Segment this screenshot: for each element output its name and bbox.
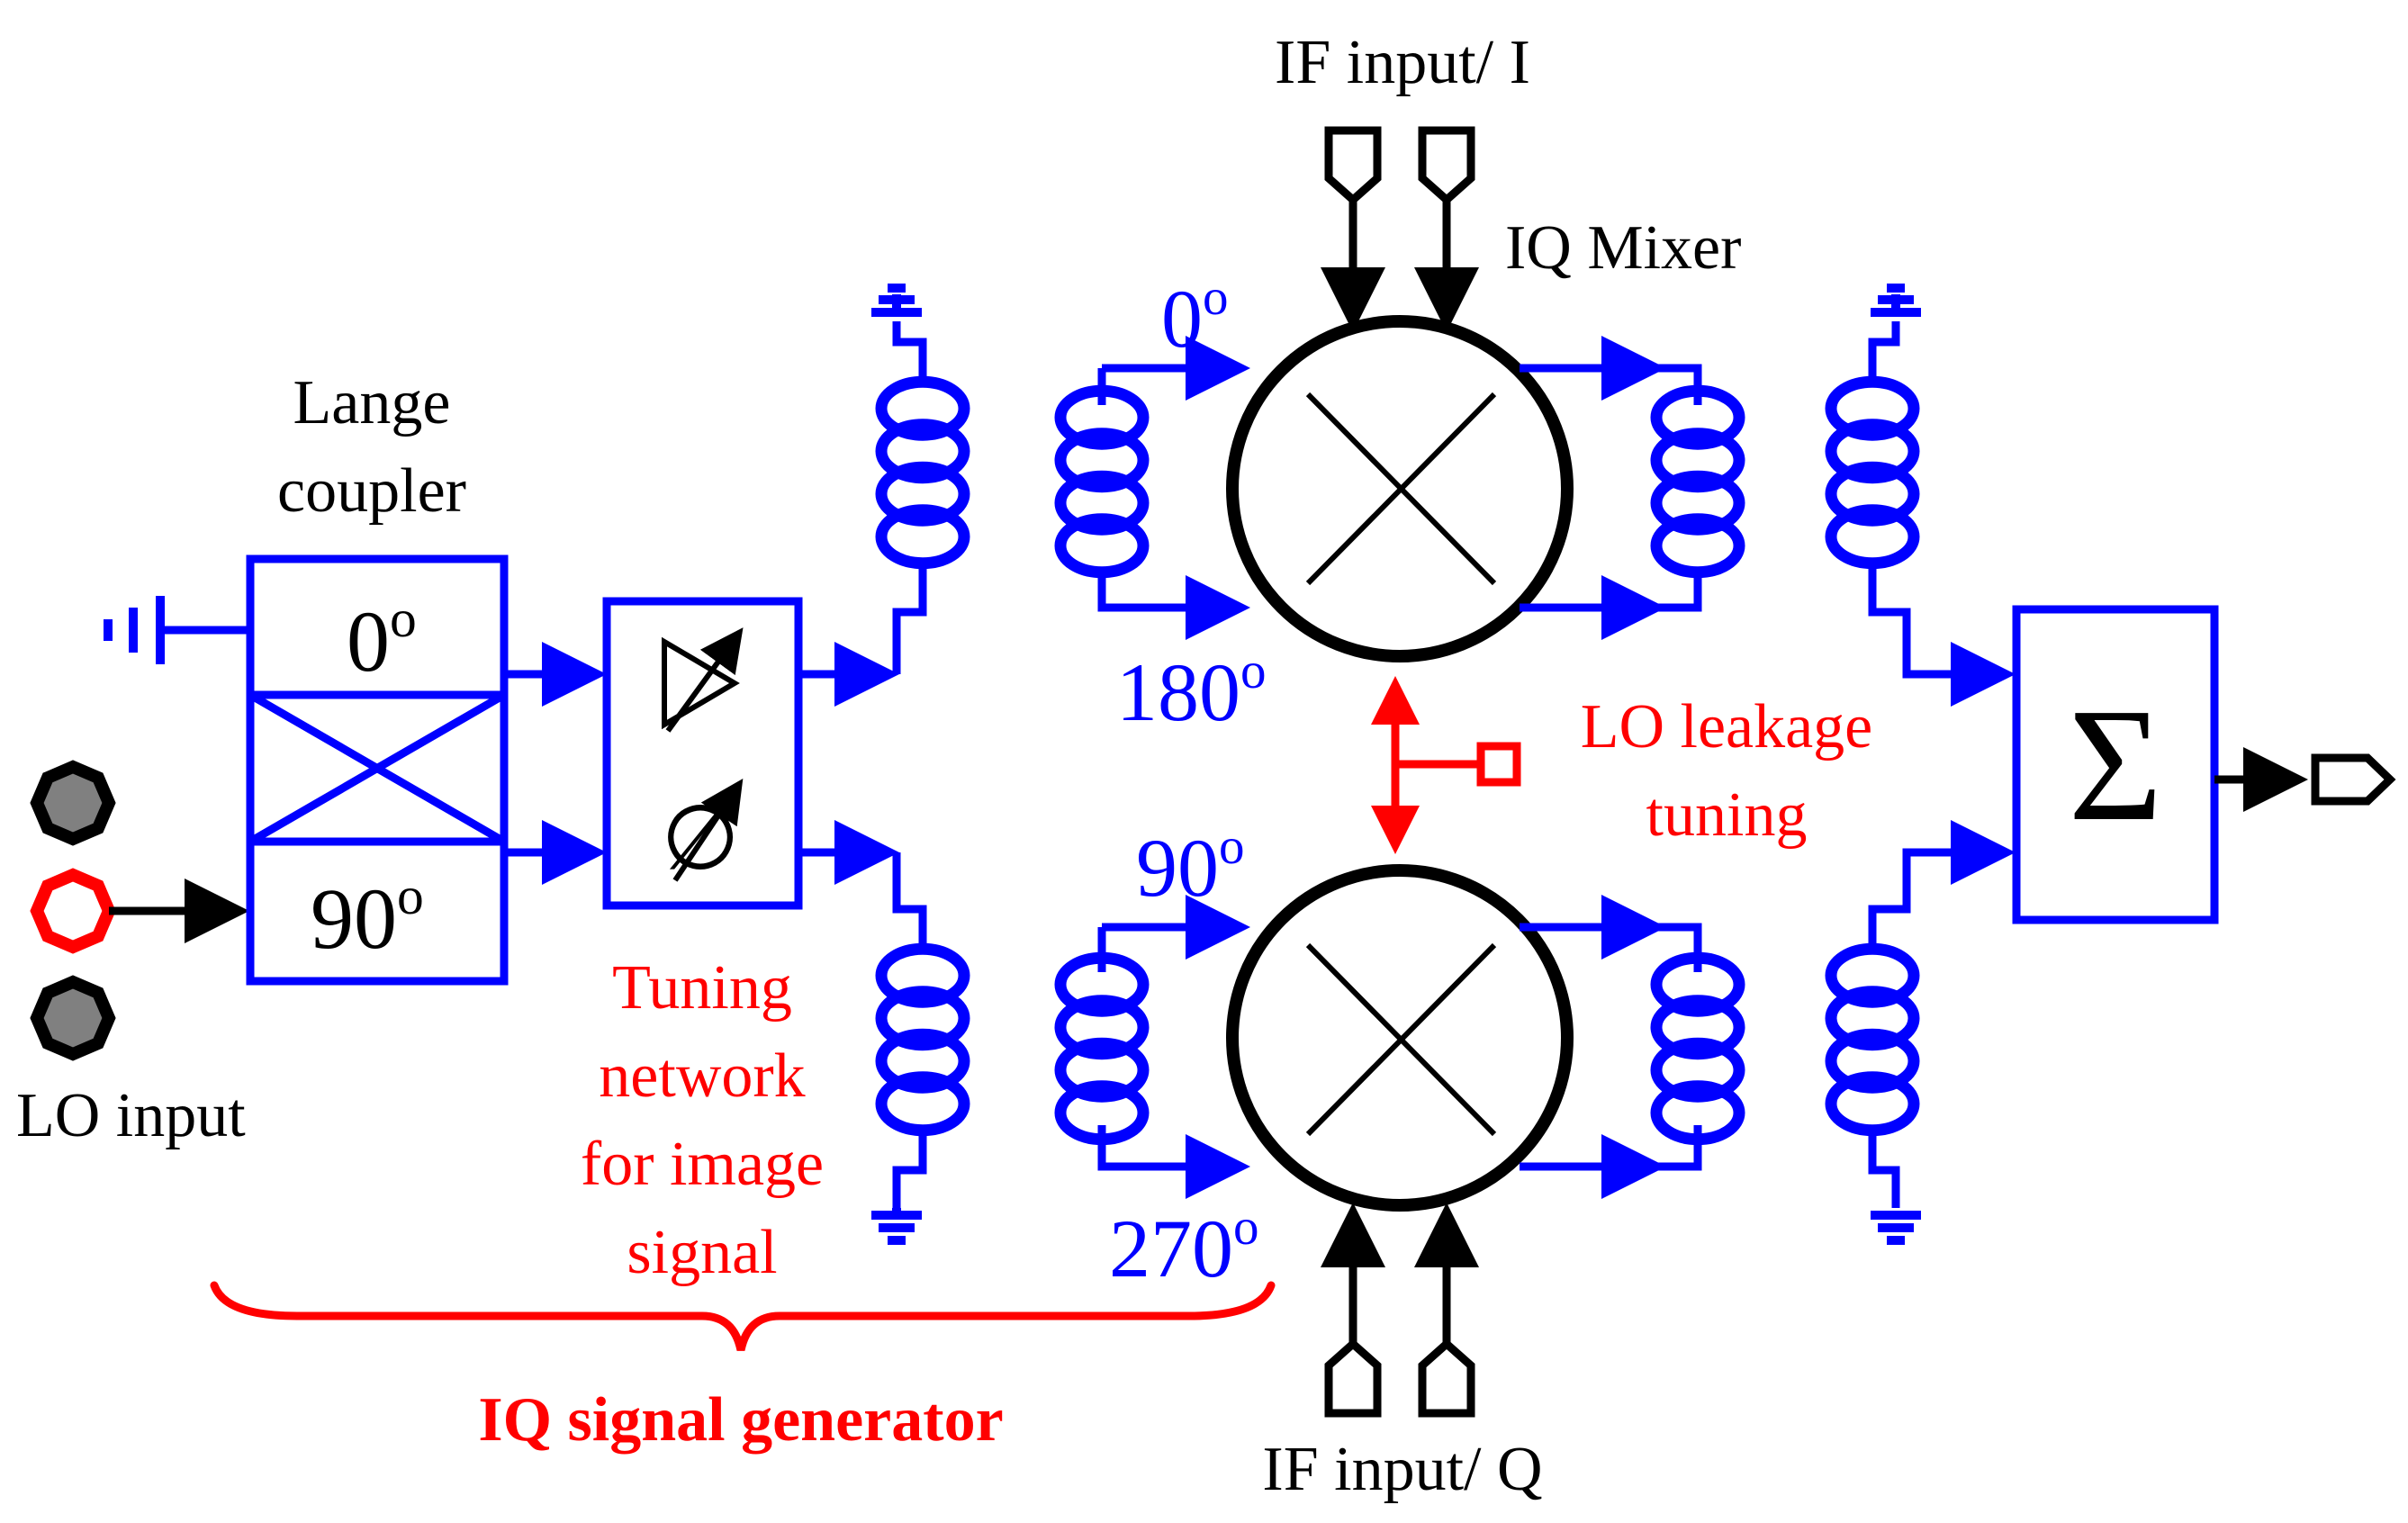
summer-input-bottom-arrow (1868, 820, 2016, 954)
variable-amplifier-icon (662, 627, 744, 733)
port-pentagon-icon (1418, 1338, 1475, 1418)
coil-turn (875, 942, 970, 1008)
phase-270-label: 270o (1109, 1199, 1259, 1294)
lange-coupler-label-1: Lange (293, 368, 451, 437)
lo-leakage-label-1: LO leakage (1581, 692, 1873, 762)
out-bottom-secondary-ground-wire (1868, 1125, 1900, 1208)
coil-inductor-icon (875, 375, 970, 570)
ground-icon (1871, 1211, 1921, 1245)
coupler-90-deg-label: 90o (311, 866, 424, 967)
coil-turn (875, 375, 970, 441)
summer-symbol: Σ (2069, 675, 2163, 854)
coil-inductor-icon (1650, 384, 1745, 579)
mixer-q-input-270-arrow (1097, 1125, 1250, 1199)
coil-turn (1054, 428, 1150, 493)
octagon-pad-icon (30, 868, 116, 954)
octagon-pad-icon (30, 760, 116, 846)
phase-0-label: 0o (1161, 269, 1229, 365)
iq-signal-generator-brace (210, 1281, 1276, 1352)
balun-bottom-primary-wire-low (892, 1125, 927, 1208)
coil-turn (875, 986, 970, 1051)
coil-turn (875, 504, 970, 570)
port-pentagon-icon (1418, 126, 1475, 206)
coil-turn (1650, 1080, 1745, 1146)
lo-leakage-tuning-pad (1476, 742, 1521, 787)
summer-input-top-arrow (1868, 558, 2016, 707)
coil-turn (875, 1071, 970, 1137)
coil-turn (1825, 1028, 1920, 1094)
if-input-i-label: IF input/ I (1275, 28, 1530, 97)
tuning-network-box (602, 597, 803, 910)
iq-signal-generator-label: IQ signal generator (478, 1385, 1003, 1455)
balun-top-primary-wire-high (892, 321, 927, 378)
ground-icon (871, 1208, 922, 1245)
balun-bottom-primary-wire-high (892, 852, 927, 954)
coil-turn (1650, 428, 1745, 493)
coil-turn (1825, 419, 1920, 484)
coil-inductor-icon (875, 942, 970, 1137)
tuning-network-label-2: network (599, 1041, 805, 1111)
if-input-q-label: IF input/ Q (1262, 1435, 1542, 1504)
coil-turn (1825, 375, 1920, 441)
coil-turn (1054, 470, 1150, 536)
lange-coupler (246, 554, 509, 986)
out-balun-top-primary-wire-low (1658, 567, 1702, 612)
coil-inductor-icon (1825, 942, 1920, 1137)
coil-turn (1650, 470, 1745, 536)
ground-icon (1871, 284, 1921, 317)
phase-90-label: 90o (1136, 818, 1245, 914)
coil-turn (1825, 461, 1920, 527)
coil-inductor-icon (1825, 375, 1920, 570)
mixer-i-input-180-arrow (1097, 567, 1250, 640)
coil-turn (875, 461, 970, 527)
balun-top-primary-wire-low (892, 558, 927, 674)
phase-shifter-icon: ∅ (661, 779, 744, 888)
coil-turn (1825, 986, 1920, 1051)
lo-input-pads (30, 760, 116, 1061)
coil-turn (1650, 384, 1745, 450)
coil-turn (1650, 951, 1745, 1017)
mixer-i (1226, 315, 1574, 662)
tuning-network-label-1: Tuning (612, 953, 792, 1023)
phase-180-label: 180o (1116, 643, 1267, 738)
mixer-q (1226, 864, 1574, 1212)
ground-icon (104, 596, 165, 664)
octagon-pad-icon (30, 975, 116, 1061)
out-top-secondary-ground-wire (1868, 321, 1900, 378)
lo-input-label: LO input (16, 1081, 246, 1150)
coil-turn (1650, 995, 1745, 1060)
coil-turn (1650, 1037, 1745, 1103)
coil-turn (1054, 1037, 1150, 1103)
coil-turn (1650, 513, 1745, 579)
lo-leakage-label-2: tuning (1646, 780, 1808, 850)
tuning-network-label-3: for image (581, 1130, 824, 1199)
port-pentagon-icon (1324, 1338, 1382, 1418)
coil-inductor-icon (1650, 951, 1745, 1146)
tuning-network-label-4: signal (627, 1218, 777, 1287)
port-pentagon-icon (2311, 753, 2396, 806)
sigma-summer-icon (2012, 605, 2219, 924)
ground-icon (871, 284, 922, 317)
coil-turn (875, 419, 970, 484)
port-pentagon-icon (1324, 126, 1382, 206)
lange-coupler-label-2: coupler (277, 456, 466, 526)
iq-mixer-label: IQ Mixer (1505, 213, 1741, 283)
coil-turn (875, 1028, 970, 1094)
coil-turn (1054, 995, 1150, 1060)
coil-inductor-icon (1054, 384, 1150, 579)
coil-inductor-icon (1054, 951, 1150, 1146)
coupler-0-deg-label: 0o (347, 589, 417, 689)
